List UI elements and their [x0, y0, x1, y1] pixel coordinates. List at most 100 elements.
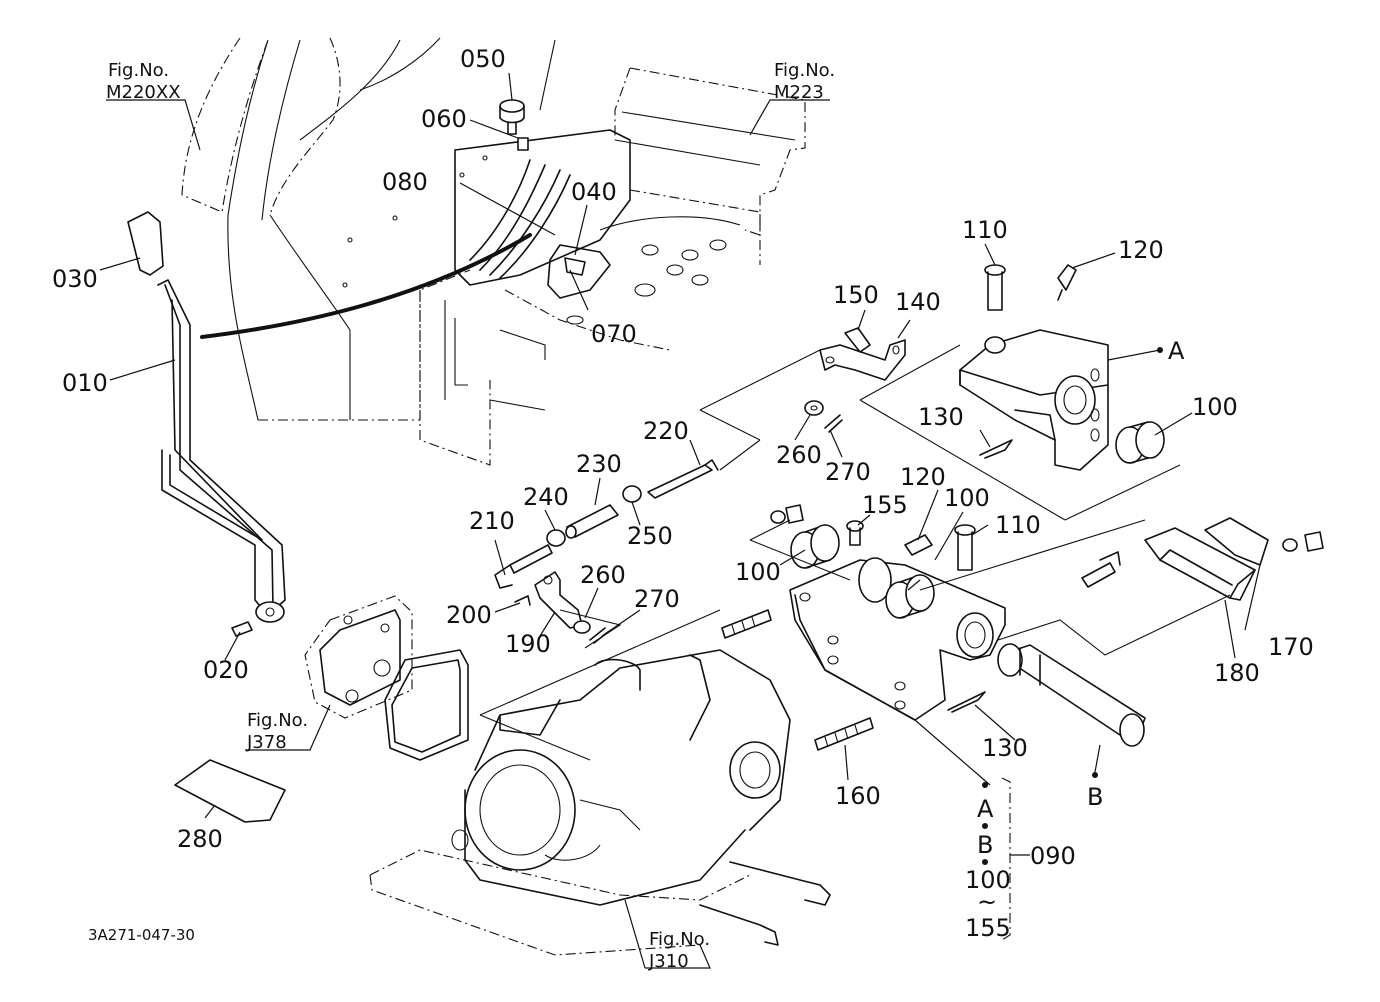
label-150: 150 [833, 281, 879, 309]
marker-a-top: A [1168, 337, 1185, 365]
label-080: 080 [382, 168, 428, 196]
figref-m223-title: Fig.No. [774, 60, 835, 81]
clip-130-lower [947, 691, 986, 713]
label-240: 240 [523, 483, 569, 511]
stack-155: 155 [965, 914, 1011, 942]
sleeve-230 [565, 504, 619, 539]
fender-outline [181, 37, 556, 421]
pin-200 [514, 595, 531, 606]
marker-b-right: B [1087, 783, 1103, 811]
control-cable [200, 233, 532, 339]
grease-nipple-120-upper [1057, 264, 1077, 301]
label-110-lower: 110 [995, 511, 1041, 539]
figref-m220xx-title: Fig.No. [108, 60, 169, 81]
label-070: 070 [591, 320, 637, 348]
bolt-upper-right [1081, 551, 1121, 588]
leader-lines [99, 72, 1261, 969]
diagram-code: 3A271-047-30 [88, 926, 195, 944]
figref-m223-code: M223 [774, 82, 824, 103]
label-110-upper: 110 [962, 216, 1008, 244]
stack-b: B [977, 831, 993, 859]
label-030: 030 [52, 265, 98, 293]
bush-100-lower-b [885, 574, 935, 619]
label-170: 170 [1268, 633, 1314, 661]
figref-j310-title: Fig.No. [649, 929, 710, 950]
hitch-bracket [789, 557, 1006, 721]
label-010: 010 [62, 369, 108, 397]
label-270-upper: 270 [825, 458, 871, 486]
label-220: 220 [643, 417, 689, 445]
rod-220 [647, 459, 719, 499]
nut-washer-left [770, 504, 804, 524]
gasket [384, 649, 469, 761]
label-200: 200 [446, 601, 492, 629]
bush-100-upper [1115, 421, 1165, 464]
label-050: 050 [460, 45, 506, 73]
figref-j378-code: J378 [246, 732, 287, 753]
pin-155 [846, 520, 864, 546]
label-160: 160 [835, 782, 881, 810]
label-250: 250 [627, 522, 673, 550]
knob-050 [499, 99, 525, 135]
label-230: 230 [576, 450, 622, 478]
figref-j378-title: Fig.No. [247, 710, 308, 731]
label-130-lower: 130 [982, 734, 1028, 762]
label-210: 210 [469, 507, 515, 535]
pin-270-upper [824, 414, 843, 433]
manual-280 [174, 759, 286, 823]
label-280: 280 [177, 825, 223, 853]
figref-j310-code: J310 [648, 951, 689, 972]
nut-washer-right [1282, 531, 1324, 552]
label-130-upper: 130 [918, 403, 964, 431]
label-270-lower: 270 [634, 585, 680, 613]
label-100-mid: 100 [944, 484, 990, 512]
pin-020 [231, 621, 253, 637]
pin-110-lower [954, 524, 976, 571]
washer-260-lower [573, 620, 591, 634]
label-180: 180 [1214, 659, 1260, 687]
label-155: 155 [862, 491, 908, 519]
stack-a: A [977, 795, 994, 823]
label-260-upper: 260 [776, 441, 822, 469]
rod-210 [494, 544, 553, 589]
lever-010 [157, 279, 286, 623]
pin-270-lower [589, 627, 609, 644]
label-020: 020 [203, 656, 249, 684]
drawbar-pin-b [997, 643, 1146, 747]
clip-130-upper [979, 439, 1013, 459]
stack-tilde: ~ [977, 888, 997, 916]
cover-plate-j378 [304, 595, 413, 719]
label-120-upper: 120 [1118, 236, 1164, 264]
group-outlines [479, 344, 1231, 761]
label-100-left: 100 [735, 558, 781, 586]
lever-guide-plate [342, 129, 631, 288]
label-100-upper: 100 [1192, 393, 1238, 421]
label-260-lower: 260 [580, 561, 626, 589]
washer-260-upper [804, 400, 824, 416]
bush-100-lower-a [790, 524, 840, 569]
figref-m220xx-code: M220XX [106, 82, 181, 103]
bracket-140 [819, 339, 906, 381]
label-090: 090 [1030, 842, 1076, 870]
transmission-housing [369, 649, 831, 956]
grip-030 [127, 211, 164, 276]
label-060: 060 [421, 105, 467, 133]
arm-190 [534, 571, 583, 629]
block-170 [1204, 517, 1269, 566]
label-140: 140 [895, 288, 941, 316]
plate-180 [1144, 527, 1256, 601]
upper-hitch-a [959, 329, 1109, 471]
pin-110-upper [984, 264, 1006, 311]
nut-240 [546, 529, 566, 547]
nut-250 [622, 485, 642, 503]
label-120-lower: 120 [900, 463, 946, 491]
bolt-150 [844, 327, 871, 353]
bolt-060 [517, 137, 529, 151]
label-190: 190 [505, 630, 551, 658]
stud-upper [721, 609, 772, 639]
frame-outline [419, 67, 806, 466]
label-040: 040 [571, 178, 617, 206]
stud-160 [814, 717, 874, 751]
stack-100: 100 [965, 866, 1011, 894]
